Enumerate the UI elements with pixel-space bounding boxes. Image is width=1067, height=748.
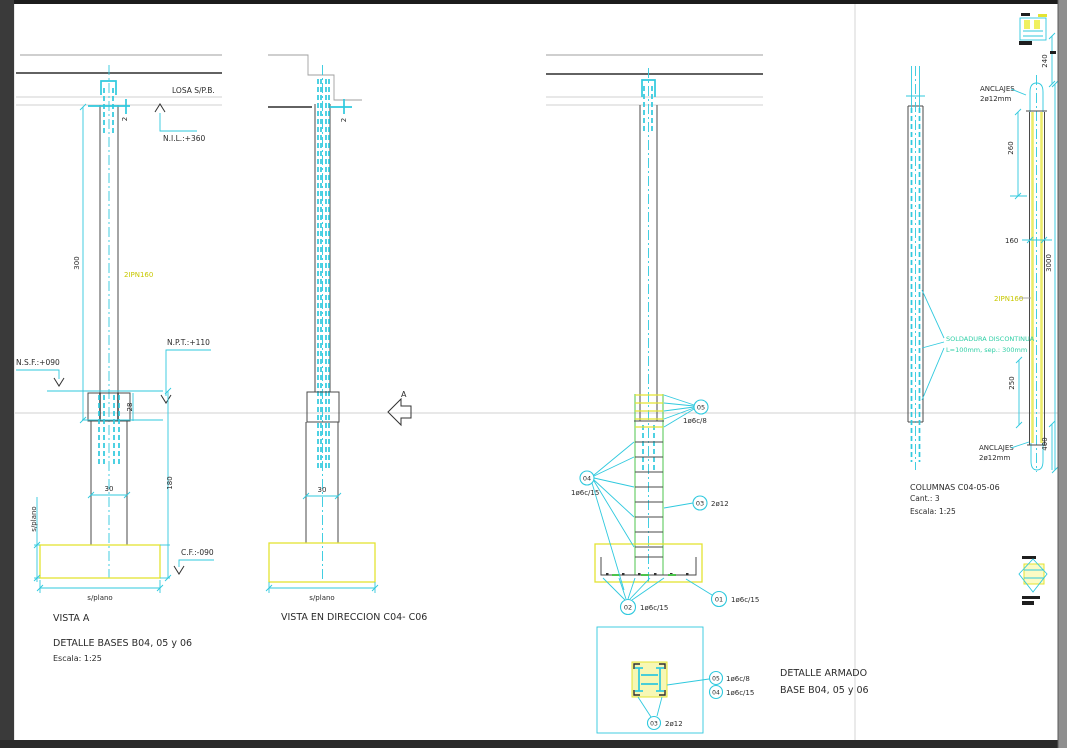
callout-03: 03 2ø12 xyxy=(663,495,729,511)
view4-scale: Escala: 1:25 xyxy=(910,507,956,516)
losa-label: LOSA S/P.B. xyxy=(172,86,215,95)
detail-callout-05-num: 05 xyxy=(712,676,720,683)
view1-scale: Escala: 1:25 xyxy=(53,654,102,663)
view-direccion: 2 A 30 s/plano VISTA EN DIRECCION C04- C… xyxy=(265,54,427,623)
anchor-hook-top xyxy=(1029,82,1044,112)
dim-160-label: 160 xyxy=(1005,237,1018,245)
mini-detail-bottom xyxy=(1018,556,1048,605)
profile-label: 2IPN160 xyxy=(124,271,153,279)
dim-180-label: 180 xyxy=(166,476,174,489)
callout-05: 05 1ø6c/8 xyxy=(663,394,709,428)
ipn-section xyxy=(635,667,664,692)
callout-02-label: 1ø6c/15 xyxy=(640,604,668,612)
stirrups-top xyxy=(635,394,663,428)
stirrup-corners xyxy=(633,663,666,696)
detail-title-2: BASE B04, 05 y 06 xyxy=(780,685,869,696)
detail-callout-04-label: 1ø6c/15 xyxy=(726,689,754,697)
view4-title: COLUMNAS C04-05-06 xyxy=(910,483,1000,492)
stirrups-lower xyxy=(635,441,663,558)
anclajes-bottom-2: 2ø12mm xyxy=(979,454,1010,462)
detail-title-1: DETALLE ARMADO xyxy=(780,668,867,679)
callout-02-num: 02 xyxy=(624,604,632,612)
detail-callout-04-num: 04 xyxy=(712,690,720,697)
weld-note-2: L=100mm, sep.: 300mm xyxy=(946,346,1027,354)
npt-label: N.P.T.:+110 xyxy=(167,338,210,347)
dim-300-label: 300 xyxy=(73,256,81,269)
callout-01-num: 01 xyxy=(715,596,723,604)
view4-qty: Cant.: 3 xyxy=(910,494,940,503)
dim-260-label: 260 xyxy=(1007,141,1015,154)
view-vista-a: LOSA S/P.B. 2 300 2IPN160 N.I.L.:+360 N.… xyxy=(16,54,222,663)
view-columnas: ANCLAJES 2ø12mm 240 260 160 3000 2IPN160… xyxy=(906,32,1059,516)
detail-callout-03-label: 2ø12 xyxy=(665,720,683,728)
callout-05-label: 1ø6c/8 xyxy=(683,417,707,425)
view-armado-elevation: 05 1ø6c/8 04 1ø6c/15 03 2ø12 xyxy=(546,54,763,616)
nsf-label: N.S.F.:+090 xyxy=(16,358,60,367)
callout-04: 04 1ø6c/15 xyxy=(571,441,635,591)
anclajes-top-2: 2ø12mm xyxy=(980,95,1011,103)
anclajes-top-1: ANCLAJES xyxy=(980,85,1015,93)
splano-h-label: s/plano xyxy=(87,594,112,602)
detail-callout-05-label: 1ø6c/8 xyxy=(726,675,750,683)
section-arrow-label: A xyxy=(401,390,407,399)
splano-label: s/plano xyxy=(309,594,334,602)
splano-v-label: s/plano xyxy=(30,506,38,531)
anclajes-bottom-1: ANCLAJES xyxy=(979,444,1014,452)
dim-2-label: 2 xyxy=(340,118,348,122)
view1-title: VISTA A xyxy=(53,613,90,624)
dim-30-label: 30 xyxy=(105,485,114,493)
section-arrow-a xyxy=(387,397,412,427)
detail-callout-03-num: 03 xyxy=(650,721,658,728)
dim-400-label: 400 xyxy=(1041,437,1049,450)
dim-28-label: 28 xyxy=(126,403,134,412)
callout-05-num: 05 xyxy=(697,404,705,412)
callout-04-label: 1ø6c/15 xyxy=(571,489,599,497)
frame-left xyxy=(0,0,14,748)
view1-subtitle: DETALLE BASES B04, 05 y 06 xyxy=(53,638,192,649)
callout-01-label: 1ø6c/15 xyxy=(731,596,759,604)
callout-03-num: 03 xyxy=(696,500,704,508)
cf-label: C.F.:-090 xyxy=(181,548,214,557)
callout-01: 01 1ø6c/15 xyxy=(685,578,759,608)
detail-armado-section: 05 1ø6c/8 04 1ø6c/15 03 2ø12 DETALLE ARM… xyxy=(596,626,869,734)
dim-2-label: 2 xyxy=(121,117,129,121)
anchor-hook-bottom xyxy=(1030,443,1044,471)
frame-top xyxy=(0,0,1067,4)
dim-250-label: 250 xyxy=(1008,376,1016,389)
callout-02: 02 1ø6c/15 xyxy=(602,577,668,616)
callout-03-label: 2ø12 xyxy=(711,500,729,508)
frame-right xyxy=(1058,0,1067,748)
frame-bottom xyxy=(0,740,1067,748)
layout-guides xyxy=(14,4,1058,740)
dim-240-label: 240 xyxy=(1041,54,1049,67)
profile-label-right: 2IPN160 xyxy=(994,295,1023,303)
view2-title: VISTA EN DIRECCION C04- C06 xyxy=(281,612,427,623)
callout-04-num: 04 xyxy=(583,475,591,483)
mini-detail-top xyxy=(1019,13,1056,54)
dim-3000-label: 3000 xyxy=(1045,254,1053,272)
dim-30-label: 30 xyxy=(318,486,327,494)
nil-label: N.I.L.:+360 xyxy=(163,134,206,143)
weld-note-1: SOLDADURA DISCONTINUA xyxy=(946,335,1035,343)
